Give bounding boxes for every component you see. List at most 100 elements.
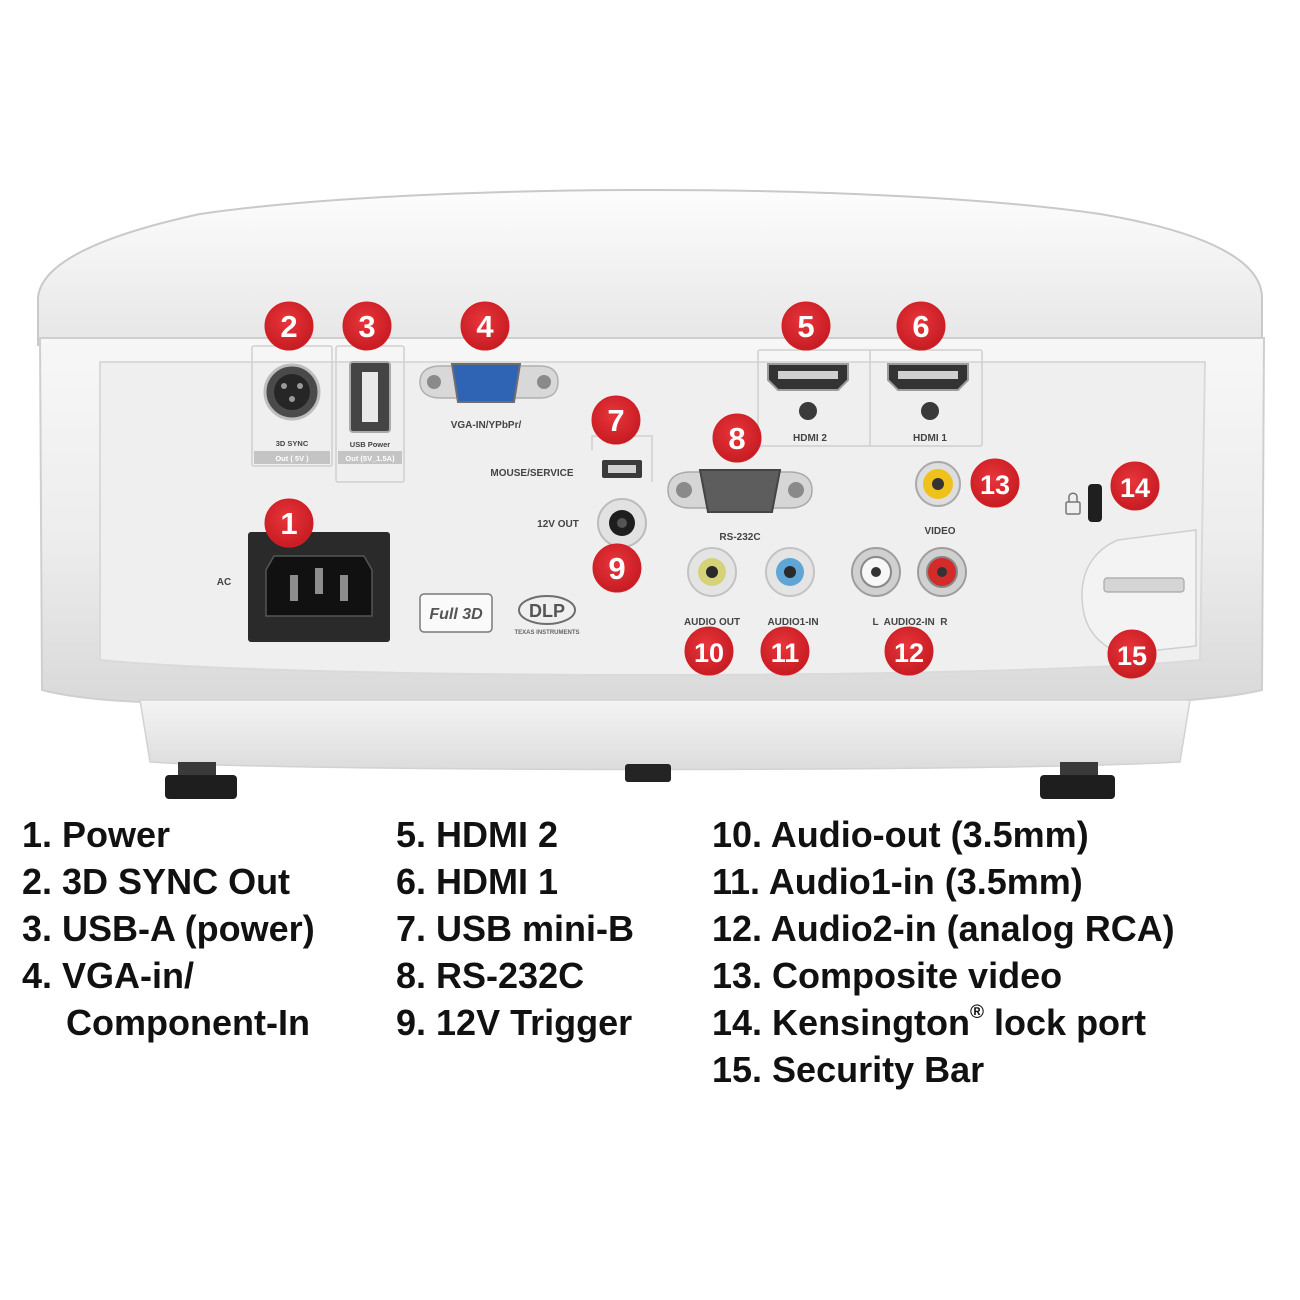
kensington-lock-slot (1065, 484, 1102, 522)
callout-badge-8: 8 (712, 413, 762, 463)
projector-feet (165, 762, 1115, 799)
callout-badge-circle (884, 626, 934, 676)
callout-badge-4: 4 (460, 301, 510, 351)
audio2-in-port: L AUDIO2-IN R (851, 547, 967, 628)
callout-badge-circle (970, 458, 1020, 508)
3d-sync-label: 3D SYNC (276, 439, 309, 448)
callout-badge-number: 12 (894, 638, 924, 668)
callout-badge-15: 15 (1107, 629, 1157, 679)
legend-item-audio-out: 10. Audio-out (3.5mm) (712, 814, 1089, 855)
legend-item-audio2-in: 12. Audio2-in (analog RCA) (712, 908, 1175, 949)
callout-badge-circle (896, 301, 946, 351)
callout-badge-number: 8 (728, 421, 745, 456)
audio1-in-label: AUDIO1-IN (767, 617, 818, 628)
callout-badge-circle (1107, 629, 1157, 679)
audio-out-port: AUDIO OUT (684, 547, 740, 628)
hdmi-1-port: HDMI 1 (887, 363, 969, 444)
callout-badge-circle (684, 626, 734, 676)
legend-column-1: 1. Power 2. 3D SYNC Out 3. USB-A (power)… (22, 811, 315, 1046)
full-3d-text: Full 3D (429, 606, 483, 623)
callout-badge-number: 13 (980, 470, 1010, 500)
rs232-port: RS-232C (667, 469, 813, 543)
dlp-text: DLP (529, 601, 565, 621)
callout-badge-circle (460, 301, 510, 351)
ac-label: AC (217, 577, 231, 588)
callout-badge-2: 2 (264, 301, 314, 351)
video-label: VIDEO (924, 526, 955, 537)
callout-badge-number: 7 (607, 403, 624, 438)
lock-port-text: lock port (984, 1002, 1147, 1043)
callout-badge-circle (760, 626, 810, 676)
3d-sync-port: 3D SYNC Out ( 5V ) (251, 345, 333, 467)
center-foot (625, 764, 671, 782)
power-inlet: AC (217, 532, 390, 642)
vga-port: VGA-IN/YPbPr/ (419, 363, 559, 431)
vga-label: VGA-IN/YPbPr/ (451, 420, 522, 431)
full-3d-logo: Full 3D (419, 593, 493, 633)
hdmi-2-port: HDMI 2 (767, 363, 849, 444)
callout-badge-3: 3 (342, 301, 392, 351)
projector-base (139, 699, 1191, 771)
callout-badge-number: 2 (280, 309, 297, 344)
composite-video-port: VIDEO (915, 461, 961, 537)
callout-badge-10: 10 (684, 626, 734, 676)
dlp-logo: DLP TEXAS INSTRUMENTS (514, 595, 580, 636)
callout-badge-number: 1 (280, 506, 297, 541)
callout-badge-circle (781, 301, 831, 351)
legend-item-composite-video: 13. Composite video (712, 955, 1063, 996)
legend-item-12v-trigger: 9. 12V Trigger (396, 1002, 633, 1043)
legend-item-rs232c: 8. RS-232C (396, 955, 585, 996)
callout-badge-circle (264, 498, 314, 548)
usb-power-rating-label: Out (5V_1.5A) (345, 454, 395, 463)
registered-mark: ® (970, 1002, 985, 1023)
mouse-service-label: MOUSE/SERVICE (490, 468, 573, 479)
callout-badge-9: 9 (592, 543, 642, 593)
audio-out-label: AUDIO OUT (684, 617, 740, 628)
callout-badge-number: 5 (797, 309, 814, 344)
rs232-label: RS-232C (719, 532, 760, 543)
usb-power-label: USB Power (350, 440, 391, 449)
callout-badge-number: 14 (1120, 473, 1150, 503)
3d-sync-voltage-label: Out ( 5V ) (275, 454, 309, 463)
projector-top-cover (37, 189, 1263, 346)
callout-badge-circle (264, 301, 314, 351)
right-foot (1040, 762, 1115, 799)
callout-badge-circle (342, 301, 392, 351)
legend-column-2: 5. HDMI 2 6. HDMI 1 7. USB mini-B 8. RS-… (396, 811, 634, 1046)
hdmi-1-label: HDMI 1 (913, 433, 947, 444)
callout-badge-1: 1 (264, 498, 314, 548)
callout-badge-number: 3 (358, 309, 375, 344)
callout-badge-14: 14 (1110, 461, 1160, 511)
legend-item-audio1-in: 11. Audio1-in (3.5mm) (712, 861, 1083, 902)
callout-badge-circle (591, 395, 641, 445)
callout-badge-12: 12 (884, 626, 934, 676)
callout-badge-number: 4 (476, 309, 494, 344)
callout-badge-6: 6 (896, 301, 946, 351)
legend-column-3: 10. Audio-out (3.5mm) 11. Audio1-in (3.5… (712, 811, 1175, 1093)
callout-badge-7: 7 (591, 395, 641, 445)
callout-badge-5: 5 (781, 301, 831, 351)
callout-badge-number: 10 (694, 638, 724, 668)
callout-badge-number: 6 (912, 309, 929, 344)
callout-badge-number: 15 (1117, 641, 1147, 671)
12v-out-label: 12V OUT (537, 519, 579, 530)
callout-badge-number: 11 (771, 638, 800, 668)
legend-item-3d-sync: 2. 3D SYNC Out (22, 861, 291, 902)
hdmi-2-label: HDMI 2 (793, 433, 827, 444)
callout-badge-number: 9 (608, 551, 625, 586)
legend-item-usb-mini-b: 7. USB mini-B (396, 908, 635, 949)
callout-badge-circle (712, 413, 762, 463)
hdmi-ports: HDMI 2 HDMI 1 (757, 349, 983, 447)
dlp-subtext: TEXAS INSTRUMENTS (514, 630, 579, 636)
lock-icon (1065, 492, 1081, 515)
left-foot (165, 762, 237, 799)
callout-badge-13: 13 (970, 458, 1020, 508)
callout-badge-11: 11 (760, 626, 810, 676)
callout-badge-circle (592, 543, 642, 593)
legend-item-power: 1. Power (22, 814, 171, 855)
legend-item-security-bar: 15. Security Bar (712, 1049, 985, 1090)
legend-item-hdmi-2: 5. HDMI 2 (396, 814, 559, 855)
legend-item-kensington: 14. Kensington® lock port (712, 999, 1175, 1046)
